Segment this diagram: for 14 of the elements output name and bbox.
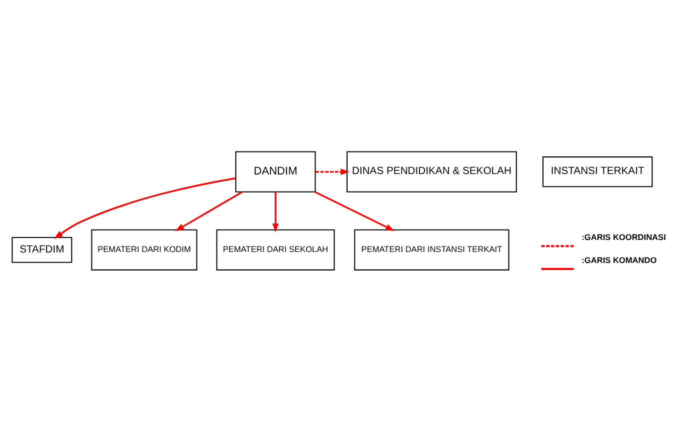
- node-box: INSTANSI TERKAIT: [542, 156, 653, 188]
- arrow: [175, 191, 243, 232]
- node-box: DANDIM: [235, 151, 316, 192]
- arrow: [272, 192, 279, 232]
- arrow: [315, 168, 350, 175]
- arrow: [314, 191, 395, 232]
- node-box: PEMATERI DARI INSTANSI TERKAIT: [354, 229, 510, 270]
- node-box: PEMATERI DARI SEKOLAH: [216, 229, 335, 270]
- legend-label: :GARIS KOORDINASI: [582, 232, 666, 242]
- node-box: STAFDIM: [12, 236, 72, 263]
- node-box: PEMATERI DARI KODIM: [91, 229, 198, 270]
- arrow: [54, 177, 236, 239]
- node-box: DINAS PENDIDIKAN & SEKOLAH: [346, 151, 517, 192]
- legend-label: :GARIS KOMANDO: [582, 254, 657, 265]
